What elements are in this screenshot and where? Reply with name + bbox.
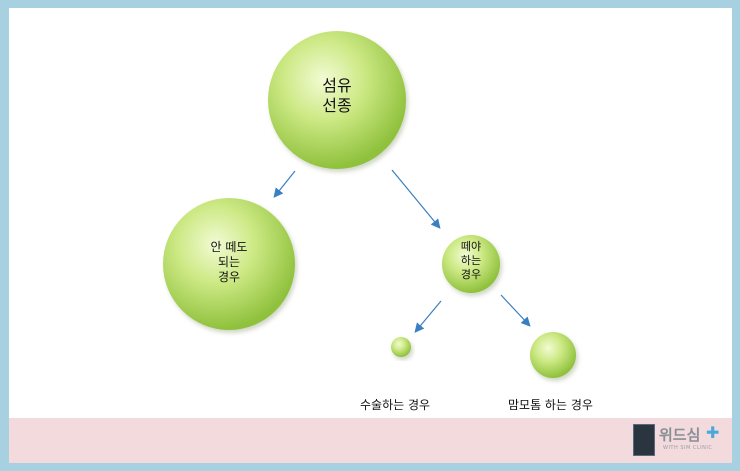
node-left bbox=[163, 198, 295, 330]
footer-band bbox=[9, 418, 732, 463]
logo-emblem bbox=[633, 424, 655, 456]
node-polypectomy bbox=[530, 332, 576, 378]
node-surgery bbox=[391, 337, 411, 357]
arrow-root-to-right bbox=[391, 169, 441, 229]
logo-subtitle: WITH SIM CLINIC bbox=[663, 445, 713, 451]
caption-polypectomy: 맘모톰 하는 경우 bbox=[508, 398, 593, 412]
caption-surgery: 수술하는 경우 bbox=[360, 398, 431, 412]
diagram-frame: 섬유 선종 안 떼도 되는 경우 떼야 하는 경우 수술하는 경우 맘모톰 하는… bbox=[9, 8, 732, 463]
logo-name: 위드심 bbox=[659, 426, 701, 444]
node-left-label: 안 떼도 되는 경우 bbox=[210, 240, 248, 284]
arrow-right-to-surgery bbox=[414, 300, 442, 333]
cross-icon: ✚ bbox=[706, 423, 720, 442]
arrow-right-to-polypectomy bbox=[500, 294, 531, 327]
node-root bbox=[268, 31, 406, 169]
logo: 위드심 ✚ WITH SIM CLINIC bbox=[633, 424, 728, 458]
flow-diagram bbox=[163, 31, 576, 378]
node-right bbox=[442, 235, 500, 293]
node-right-label: 떼야 하는 경우 bbox=[460, 240, 482, 281]
node-root-label: 섬유 선종 bbox=[322, 76, 352, 115]
arrow-root-to-left bbox=[273, 170, 296, 198]
